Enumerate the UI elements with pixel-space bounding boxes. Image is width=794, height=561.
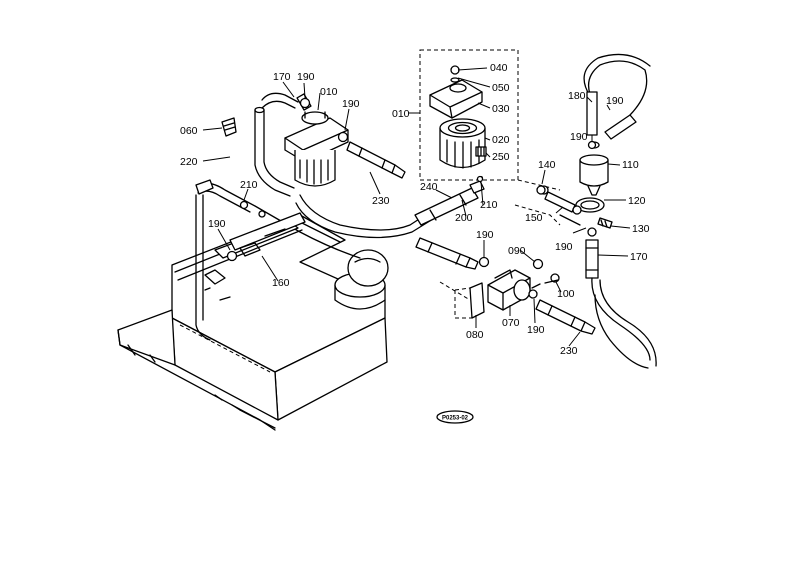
label-190-top: 190 (606, 95, 624, 107)
filter-kit-box (419, 49, 519, 181)
label-230-lower: 230 (560, 345, 578, 357)
label-130: 130 (632, 223, 650, 235)
fuel-sender-160 (214, 212, 306, 259)
fuel-line-long (195, 179, 434, 341)
label-020: 020 (492, 134, 510, 146)
label-150: 150 (525, 212, 543, 224)
label-190-center: 190 (476, 229, 494, 241)
label-030: 030 (492, 103, 510, 115)
tank-filler-cap (334, 249, 389, 310)
label-040: 040 (490, 62, 508, 74)
bowl-ring-120 (575, 197, 605, 213)
label-050: 050 (492, 82, 510, 94)
label-240: 240 (420, 181, 438, 193)
label-170-left: 170 (273, 71, 291, 83)
label-010-left: 010 (320, 86, 338, 98)
label-070: 070 (502, 317, 520, 329)
hose-clamps (226, 97, 597, 299)
label-190-mid: 190 (570, 131, 588, 143)
label-190-left: 190 (297, 71, 315, 83)
label-120: 120 (628, 195, 646, 207)
label-010-right: 010 (392, 108, 410, 120)
hose-170-right (585, 239, 657, 369)
label-100: 100 (557, 288, 575, 300)
feed-pump-070 (439, 269, 531, 319)
reference-code: P0253-02 (442, 416, 469, 422)
label-190-tank: 190 (208, 218, 226, 230)
label-170-right: 170 (630, 251, 648, 263)
hose-180-loop (583, 53, 651, 140)
hose-230-upper (346, 141, 406, 179)
hose-220 (254, 92, 299, 197)
label-210-center: 210 (480, 199, 498, 211)
label-220: 220 (180, 156, 198, 168)
hose-lower-center (415, 237, 479, 270)
label-080: 080 (466, 329, 484, 341)
label-230-upper: 230 (372, 195, 390, 207)
label-180: 180 (568, 90, 586, 102)
label-190-upper: 190 (342, 98, 360, 110)
label-140: 140 (538, 159, 556, 171)
leader-lines (202, 67, 631, 347)
label-250: 250 (492, 151, 510, 163)
hose-230-lower (535, 299, 596, 335)
sediment-bowl-110 (579, 141, 609, 196)
label-210-left: 210 (240, 179, 258, 191)
label-160: 160 (272, 277, 290, 289)
label-190-pump: 190 (527, 324, 545, 336)
label-110: 110 (622, 159, 639, 171)
label-090: 090 (508, 245, 526, 257)
fuel-tank (117, 214, 388, 431)
fuel-filter-assembly-left (221, 93, 349, 187)
reference-tag: P0253-02 (436, 410, 474, 424)
label-060: 060 (180, 125, 198, 137)
fitting-150 (514, 179, 613, 229)
label-190-right: 190 (555, 241, 573, 253)
label-200: 200 (455, 212, 473, 224)
part-labels: 040 050 030 010 020 250 180 190 190 110 … (180, 62, 650, 357)
